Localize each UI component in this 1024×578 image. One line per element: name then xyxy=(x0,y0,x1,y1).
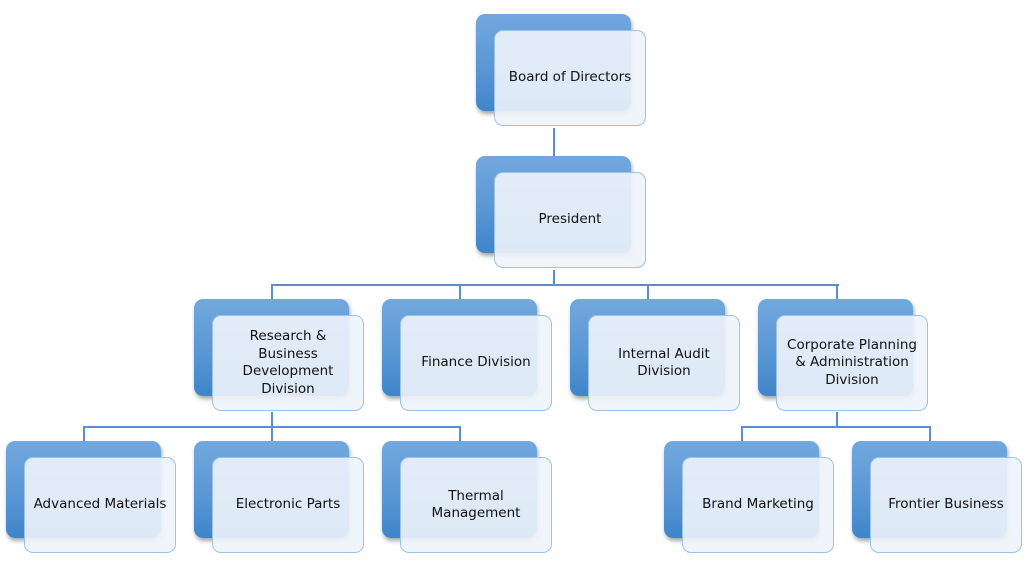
node-box: Thermal Management xyxy=(400,457,552,553)
connector-to-audit xyxy=(647,284,649,300)
connector-to-finance xyxy=(459,284,461,300)
node-box: Board of Directors xyxy=(494,30,646,126)
node-box: Electronic Parts xyxy=(212,457,364,553)
node-box: Brand Marketing xyxy=(682,457,834,553)
node-label: Electronic Parts xyxy=(235,496,341,513)
node-frontier-business[interactable]: Frontier Business xyxy=(852,441,1024,555)
node-box: President xyxy=(494,172,646,268)
node-label: Board of Directors xyxy=(508,69,632,86)
connector-to-frontier xyxy=(929,426,931,442)
node-president[interactable]: President xyxy=(476,156,648,270)
connector-rbd-down xyxy=(271,412,273,428)
node-label: Internal Audit Division xyxy=(618,345,710,380)
connector-to-advanced-materials xyxy=(83,426,85,442)
connector-to-rbd xyxy=(271,284,273,300)
node-label: Thermal Management xyxy=(431,487,521,522)
node-internal-audit-division[interactable]: Internal Audit Division xyxy=(570,299,742,413)
connector-cpa-bus xyxy=(741,426,931,428)
connector-board-president xyxy=(553,128,555,157)
node-label: Advanced Materials xyxy=(33,496,167,513)
node-thermal-management[interactable]: Thermal Management xyxy=(382,441,554,555)
node-finance-division[interactable]: Finance Division xyxy=(382,299,554,413)
node-label: Brand Marketing xyxy=(702,496,814,513)
connector-president-down xyxy=(553,270,555,286)
node-box: Frontier Business xyxy=(870,457,1022,553)
node-label: Frontier Business xyxy=(888,496,1004,513)
node-brand-marketing[interactable]: Brand Marketing xyxy=(664,441,836,555)
connector-to-brand xyxy=(741,426,743,442)
node-label: President xyxy=(538,211,602,228)
node-label: Research & Business Development Division xyxy=(242,328,334,397)
node-research-business-development[interactable]: Research & Business Development Division xyxy=(194,299,366,413)
node-label: Corporate Planning & Administration Divi… xyxy=(787,336,917,388)
connector-level2-bus xyxy=(271,284,839,286)
node-box: Finance Division xyxy=(400,315,552,411)
node-corporate-planning-administration[interactable]: Corporate Planning & Administration Divi… xyxy=(758,299,930,413)
node-box: Advanced Materials xyxy=(24,457,176,553)
connector-to-thermal xyxy=(459,426,461,442)
connector-cpa-down xyxy=(836,412,838,428)
node-box: Internal Audit Division xyxy=(588,315,740,411)
node-advanced-materials[interactable]: Advanced Materials xyxy=(6,441,178,555)
node-board-of-directors[interactable]: Board of Directors xyxy=(476,14,648,128)
node-box: Research & Business Development Division xyxy=(212,315,364,411)
connector-to-electronic-parts xyxy=(271,426,273,442)
node-electronic-parts[interactable]: Electronic Parts xyxy=(194,441,366,555)
node-box: Corporate Planning & Administration Divi… xyxy=(776,315,928,411)
connector-to-cpa xyxy=(836,284,838,300)
node-label: Finance Division xyxy=(421,354,531,371)
